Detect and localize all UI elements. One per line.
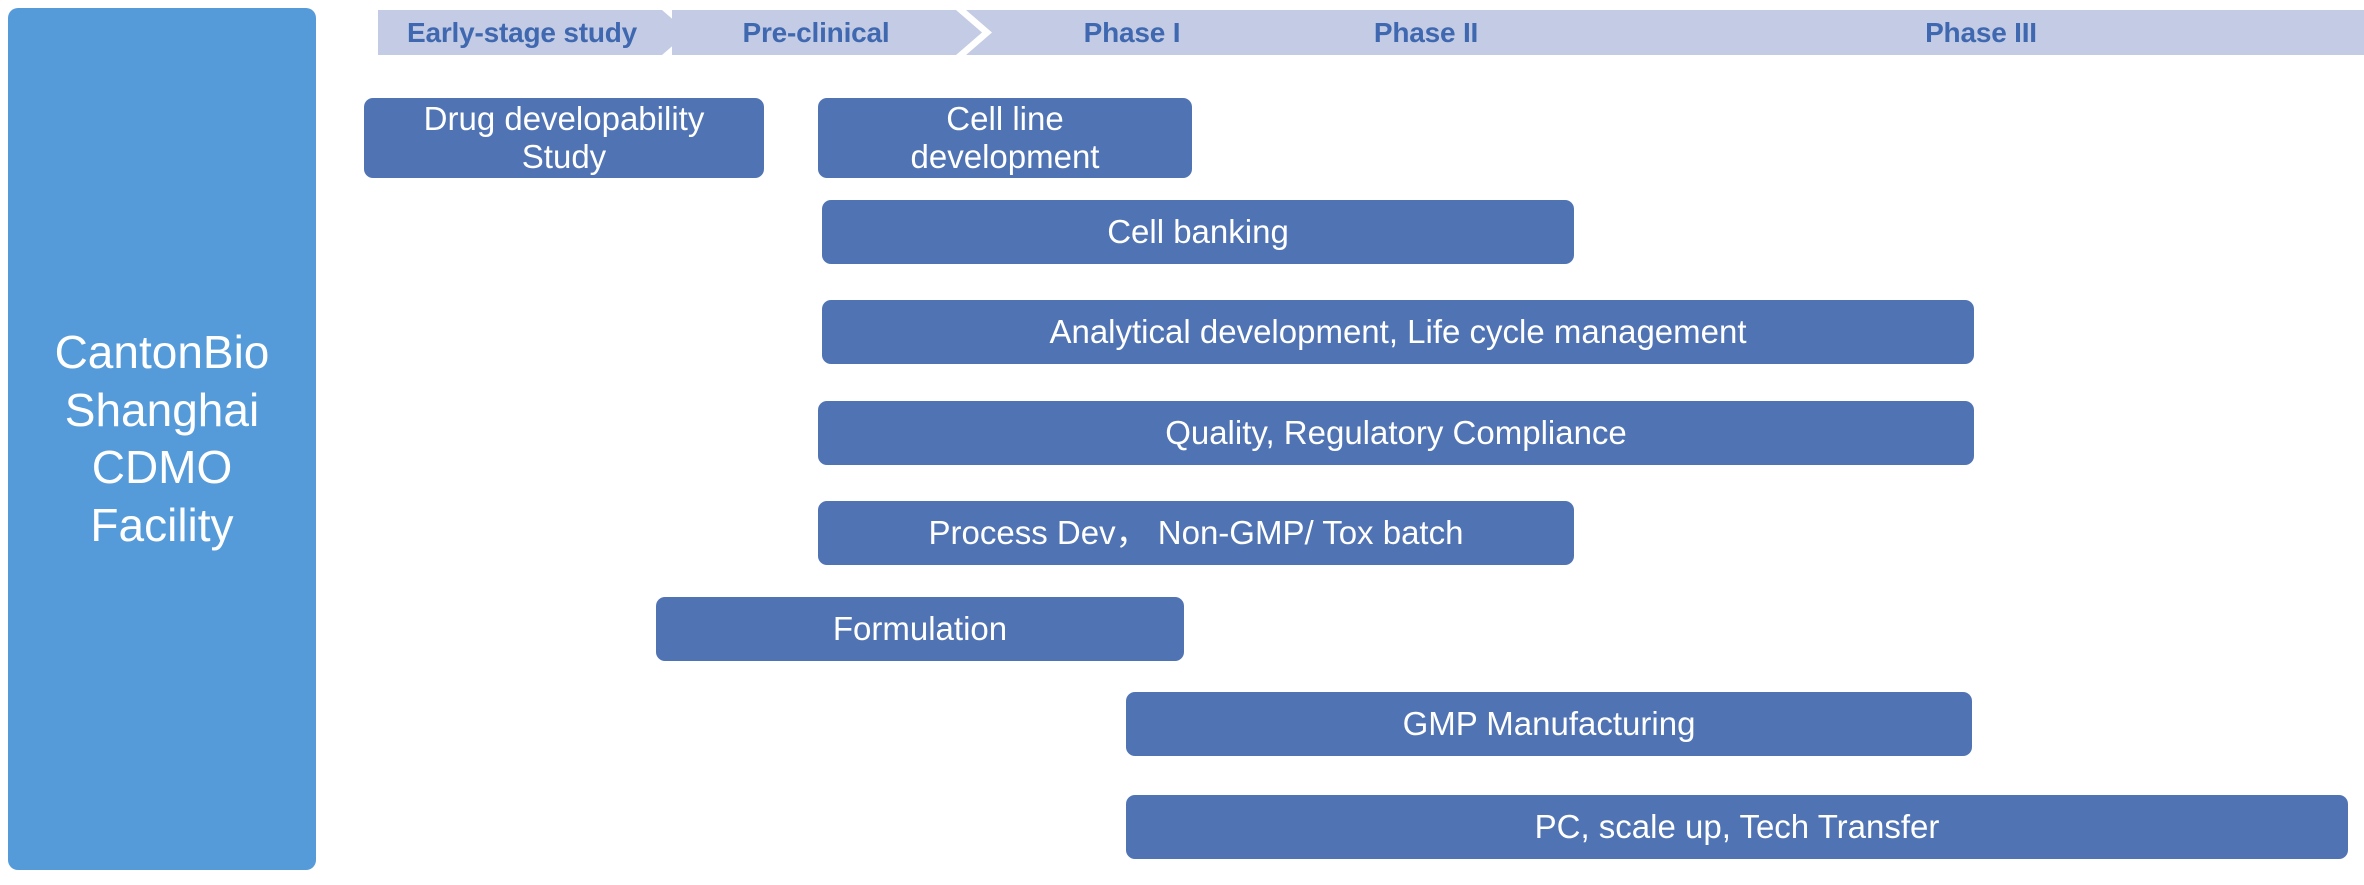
phase-chevron-label: Pre-clinical: [742, 16, 890, 48]
phase-chevron-label: Early-stage study: [406, 16, 638, 48]
activity-bar[interactable]: Analytical development, Life cycle manag…: [822, 300, 1974, 364]
activity-bar[interactable]: Drug developability Study: [364, 98, 764, 178]
activity-bar-label: Cell line development: [910, 99, 1100, 175]
activity-bar[interactable]: Quality, Regulatory Compliance: [818, 401, 1974, 465]
activity-bar[interactable]: GMP Manufacturing: [1126, 692, 1972, 756]
facility-panel-label: CantonBio Shanghai CDMO Facility: [54, 326, 270, 551]
phase-chevron-4[interactable]: Phase III: [1554, 10, 2364, 55]
activity-bar-label: GMP Manufacturing: [1402, 704, 1696, 742]
phase-chevron-1[interactable]: Pre-clinical: [672, 10, 982, 55]
activity-bar-label: PC, scale up, Tech Transfer: [1534, 807, 1940, 845]
phase-chevron-3[interactable]: Phase II: [1260, 10, 1592, 55]
phase-chevron-label: Phase III: [1925, 16, 2037, 48]
activity-bar[interactable]: Process Dev， Non-GMP/ Tox batch: [818, 501, 1574, 565]
activity-bar-label: Analytical development, Life cycle manag…: [1049, 312, 1747, 350]
activity-bar[interactable]: Cell banking: [822, 200, 1574, 264]
activity-bar[interactable]: PC, scale up, Tech Transfer: [1126, 795, 2348, 859]
activity-bar-label: Cell banking: [1107, 212, 1289, 250]
phase-chevron-2[interactable]: Phase I: [966, 10, 1298, 55]
activity-bar-label: Quality, Regulatory Compliance: [1165, 413, 1627, 451]
phase-chevron-label: Phase I: [1083, 16, 1181, 48]
activity-bar-label: Drug developability Study: [423, 99, 705, 175]
activity-bar-label: Process Dev， Non-GMP/ Tox batch: [928, 513, 1464, 551]
activity-bar[interactable]: Formulation: [656, 597, 1184, 661]
phase-chevron-label: Phase II: [1373, 16, 1479, 48]
phase-chevron-0[interactable]: Early-stage study: [378, 10, 688, 55]
activity-bar[interactable]: Cell line development: [818, 98, 1192, 178]
activity-bar-label: Formulation: [832, 609, 1008, 647]
facility-panel: CantonBio Shanghai CDMO Facility: [8, 8, 316, 870]
